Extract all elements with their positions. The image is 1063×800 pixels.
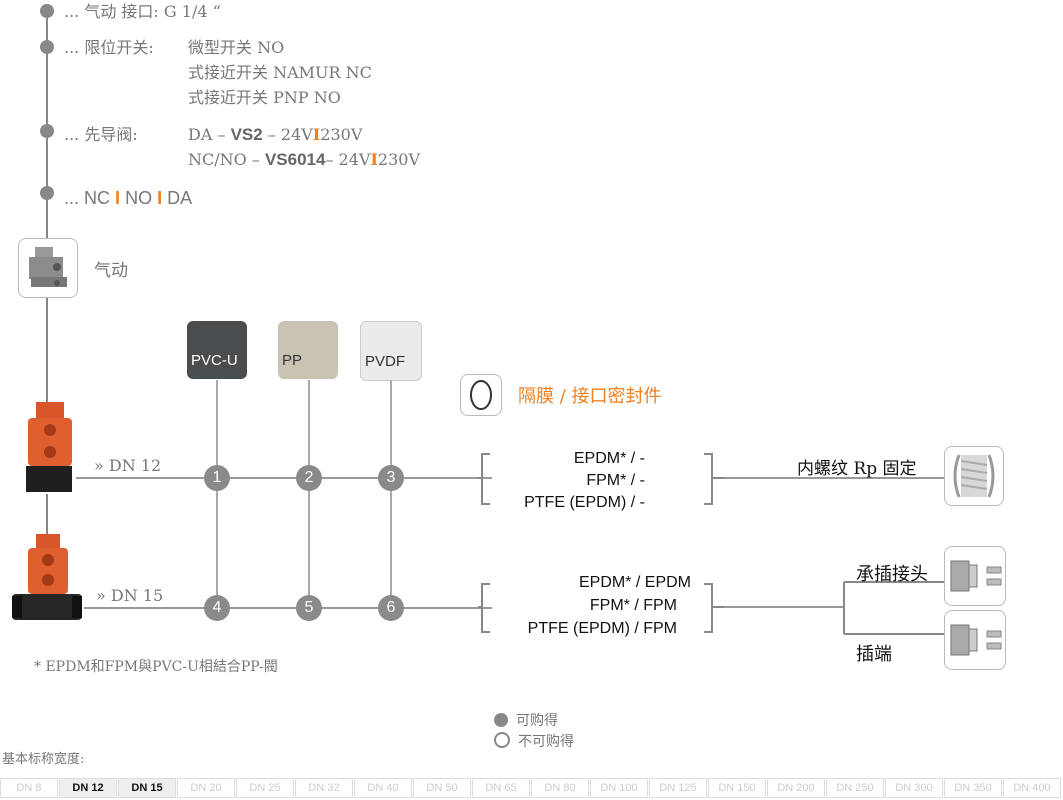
combo-node-1: 1 [204,465,230,491]
fail-mode-line: ... NC I NO I DA [64,188,192,208]
socket-joint-icon [944,546,1006,606]
dn-cell: DN 400 [1003,778,1061,798]
seal-bracket-dn12 [478,453,724,505]
seal-bracket-dn15 [478,583,724,633]
material-label: PVC-U [191,352,238,369]
pilot-text: – 24V [325,150,371,169]
dn-cell: DN 32 [295,778,353,798]
actuator-spine [46,298,48,402]
combo-node-3: 3 [378,465,404,491]
material-pvdf-box: PVDF [360,321,422,381]
socket-connection-line [724,606,844,608]
pilot-line-2: NC/NO – VS6014– 24VI230V [188,150,420,170]
dn-cell: DN 25 [236,778,294,798]
option-dot [40,186,54,200]
dn12-line [76,477,492,479]
separator: I [115,188,121,208]
footnote: * EPDM和FPM與PVC-U相結合PP-閥 [34,659,278,675]
pilot-model: VS2 [230,125,263,144]
pilot-model: VS6014 [264,150,326,169]
fail-mode-da: DA [167,188,193,208]
dn-cell: DN 15 [118,778,176,798]
dn-cell: DN 125 [649,778,707,798]
dn-cell: DN 200 [767,778,825,798]
dn-cell: DN 150 [708,778,766,798]
separator: I [157,188,163,208]
seal-option: EPDM* / - [573,450,645,467]
separator: I [312,125,321,144]
material-line-pvdf [390,380,392,608]
seal-icon [460,374,502,416]
combo-node-5: 5 [296,595,322,621]
seal-option: FPM* / FPM [589,597,677,614]
dn-cell: DN 250 [826,778,884,798]
pilot-text: 230V [377,150,421,169]
material-line-pp [308,380,310,608]
combo-node-2: 2 [296,465,322,491]
seal-option: EPDM* / EPDM [578,574,691,591]
combo-node-6: 6 [378,595,404,621]
separator: I [370,150,378,169]
option-dot [40,124,54,138]
legend-available: 可购得 [494,710,558,730]
material-line-pvcu [216,380,218,608]
dn-cell: DN 50 [413,778,471,798]
pilot-text: – 24V [267,125,313,144]
seal-option: PTFE (EPDM) / - [524,494,645,511]
material-label: PVDF [365,353,406,370]
pilot-line-1: DA – VS2 – 24VI230V [188,125,362,145]
material-pp-box: PP [278,321,338,379]
dn12-label: » DN 12 [94,456,162,475]
dn15-label: » DN 15 [96,586,164,605]
limit-switch-line: 微型开关 NO [188,38,285,57]
limit-switch-line: 式接近开关 NAMUR NC [188,63,372,82]
material-label: PP [282,352,303,369]
seal-header: 隔膜 / 接口密封件 [518,386,662,407]
option-dot [40,4,54,18]
seal-option: FPM* / - [586,472,645,489]
valve-dn15-icon [10,532,84,624]
dn-cell: DN 40 [354,778,412,798]
socket-connection-label: 承插接头 [856,564,928,585]
spigot-connection-label: 插端 [856,644,892,665]
dn-cell: DN 350 [944,778,1002,798]
limit-switch-line: 式接近开关 PNP NO [188,88,341,107]
dn-cell: DN 20 [177,778,235,798]
connection-fork [843,581,944,635]
combo-node-4: 4 [204,595,230,621]
dn-cell: DN 80 [531,778,589,798]
option-dot [40,40,54,54]
pilot-prefix: ... 先导阀: [64,125,138,144]
valve-link-line [46,494,48,534]
legend-available-label: 可购得 [516,713,558,729]
material-pvcu-box: PVC-U [187,321,247,379]
empty-circle-icon [494,732,510,748]
pilot-text: DA – [188,125,226,144]
legend-not-available-label: 不可购得 [518,734,574,750]
actuator-label: 气动 [94,261,128,281]
spigot-end-icon [944,610,1006,670]
dn-cell: DN 8 [0,778,58,798]
dn-cell: DN 65 [472,778,530,798]
seal-option: PTFE (EPDM) / FPM [527,620,677,637]
valve-dn12-icon [22,400,76,494]
fail-mode-no: NO [125,188,153,208]
dn-scale-title: 基本标称宽度: [2,752,85,767]
pilot-text: NC/NO – [188,150,260,169]
pilot-text: 230V [320,125,363,144]
legend-not-available: 不可购得 [494,731,574,751]
filled-circle-icon [494,713,508,727]
pneumatic-actuator-icon [18,238,78,298]
fail-prefix: ... [64,188,80,208]
fail-mode-nc: NC [84,188,111,208]
limit-switch-prefix: ... 限位开关: [64,38,154,57]
thread-connection-label: 内螺纹 Rp 固定 [797,459,917,479]
internal-thread-icon [944,446,1004,506]
actuation-option: ... 气动 接口: G 1/4 “ [64,2,221,21]
thread-connection-line [724,477,944,479]
dn-cell: DN 12 [59,778,117,798]
dn-cell: DN 300 [885,778,943,798]
dn-cell: DN 100 [590,778,648,798]
dn15-line [84,607,492,609]
